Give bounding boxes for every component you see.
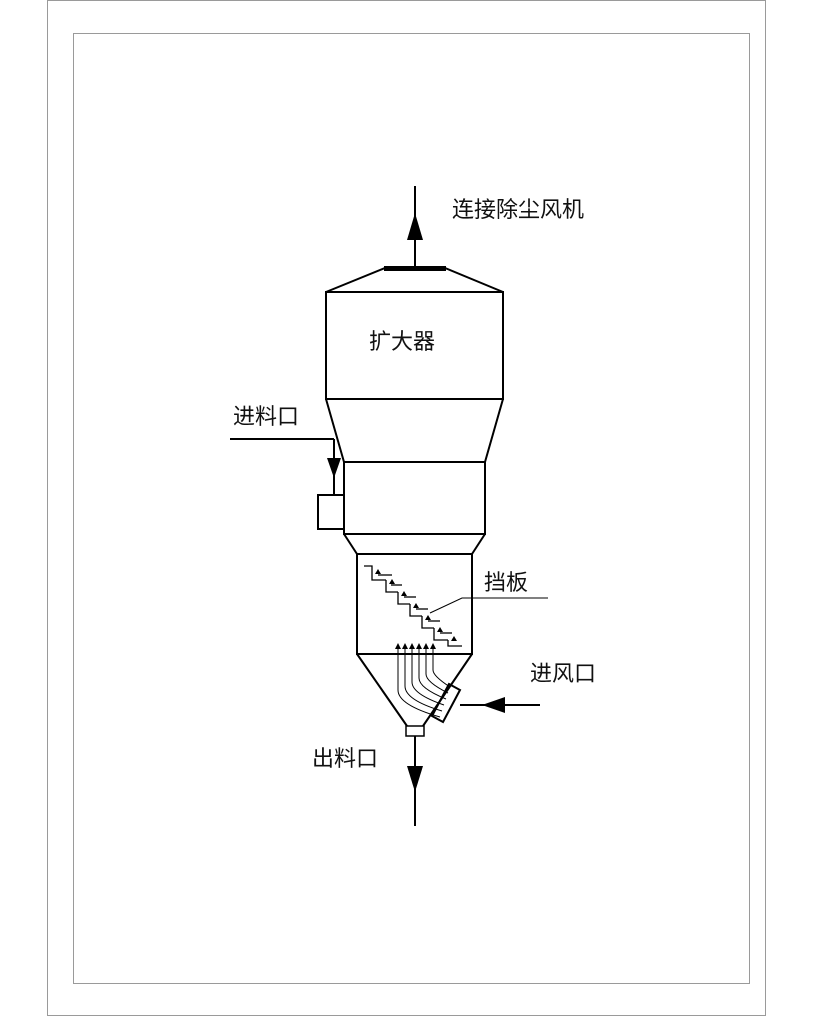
expander-label: 扩大器	[369, 330, 436, 355]
middle-body	[343, 461, 486, 535]
baffle-arrowheads	[375, 569, 457, 641]
feed-inlet-label: 进料口	[233, 405, 300, 430]
top-outlet-label: 连接除尘风机	[452, 198, 585, 223]
airflow-curves	[397, 648, 451, 718]
inner-border	[73, 33, 750, 984]
airflow-arrowheads	[395, 643, 436, 649]
top-cone	[325, 267, 504, 293]
baffle-stairs	[364, 565, 462, 647]
discharge-nozzle	[405, 725, 425, 737]
bottom-cone	[356, 653, 473, 727]
expander-lower-cone	[325, 398, 504, 463]
exhaust-arrow	[407, 213, 423, 240]
discharge-arrow	[407, 766, 423, 792]
baffle-label: 挡板	[484, 571, 529, 596]
feed-arrow	[327, 458, 341, 478]
air-inlet-label: 进风口	[530, 662, 597, 687]
air-inlet-arrow	[482, 697, 505, 713]
outer-border	[47, 0, 766, 1016]
discharge-outlet-label: 出料口	[312, 747, 379, 772]
neck-taper	[343, 533, 486, 555]
feed-box	[317, 494, 345, 530]
air-inlet-box	[430, 682, 462, 724]
baffle-leader	[429, 597, 548, 614]
